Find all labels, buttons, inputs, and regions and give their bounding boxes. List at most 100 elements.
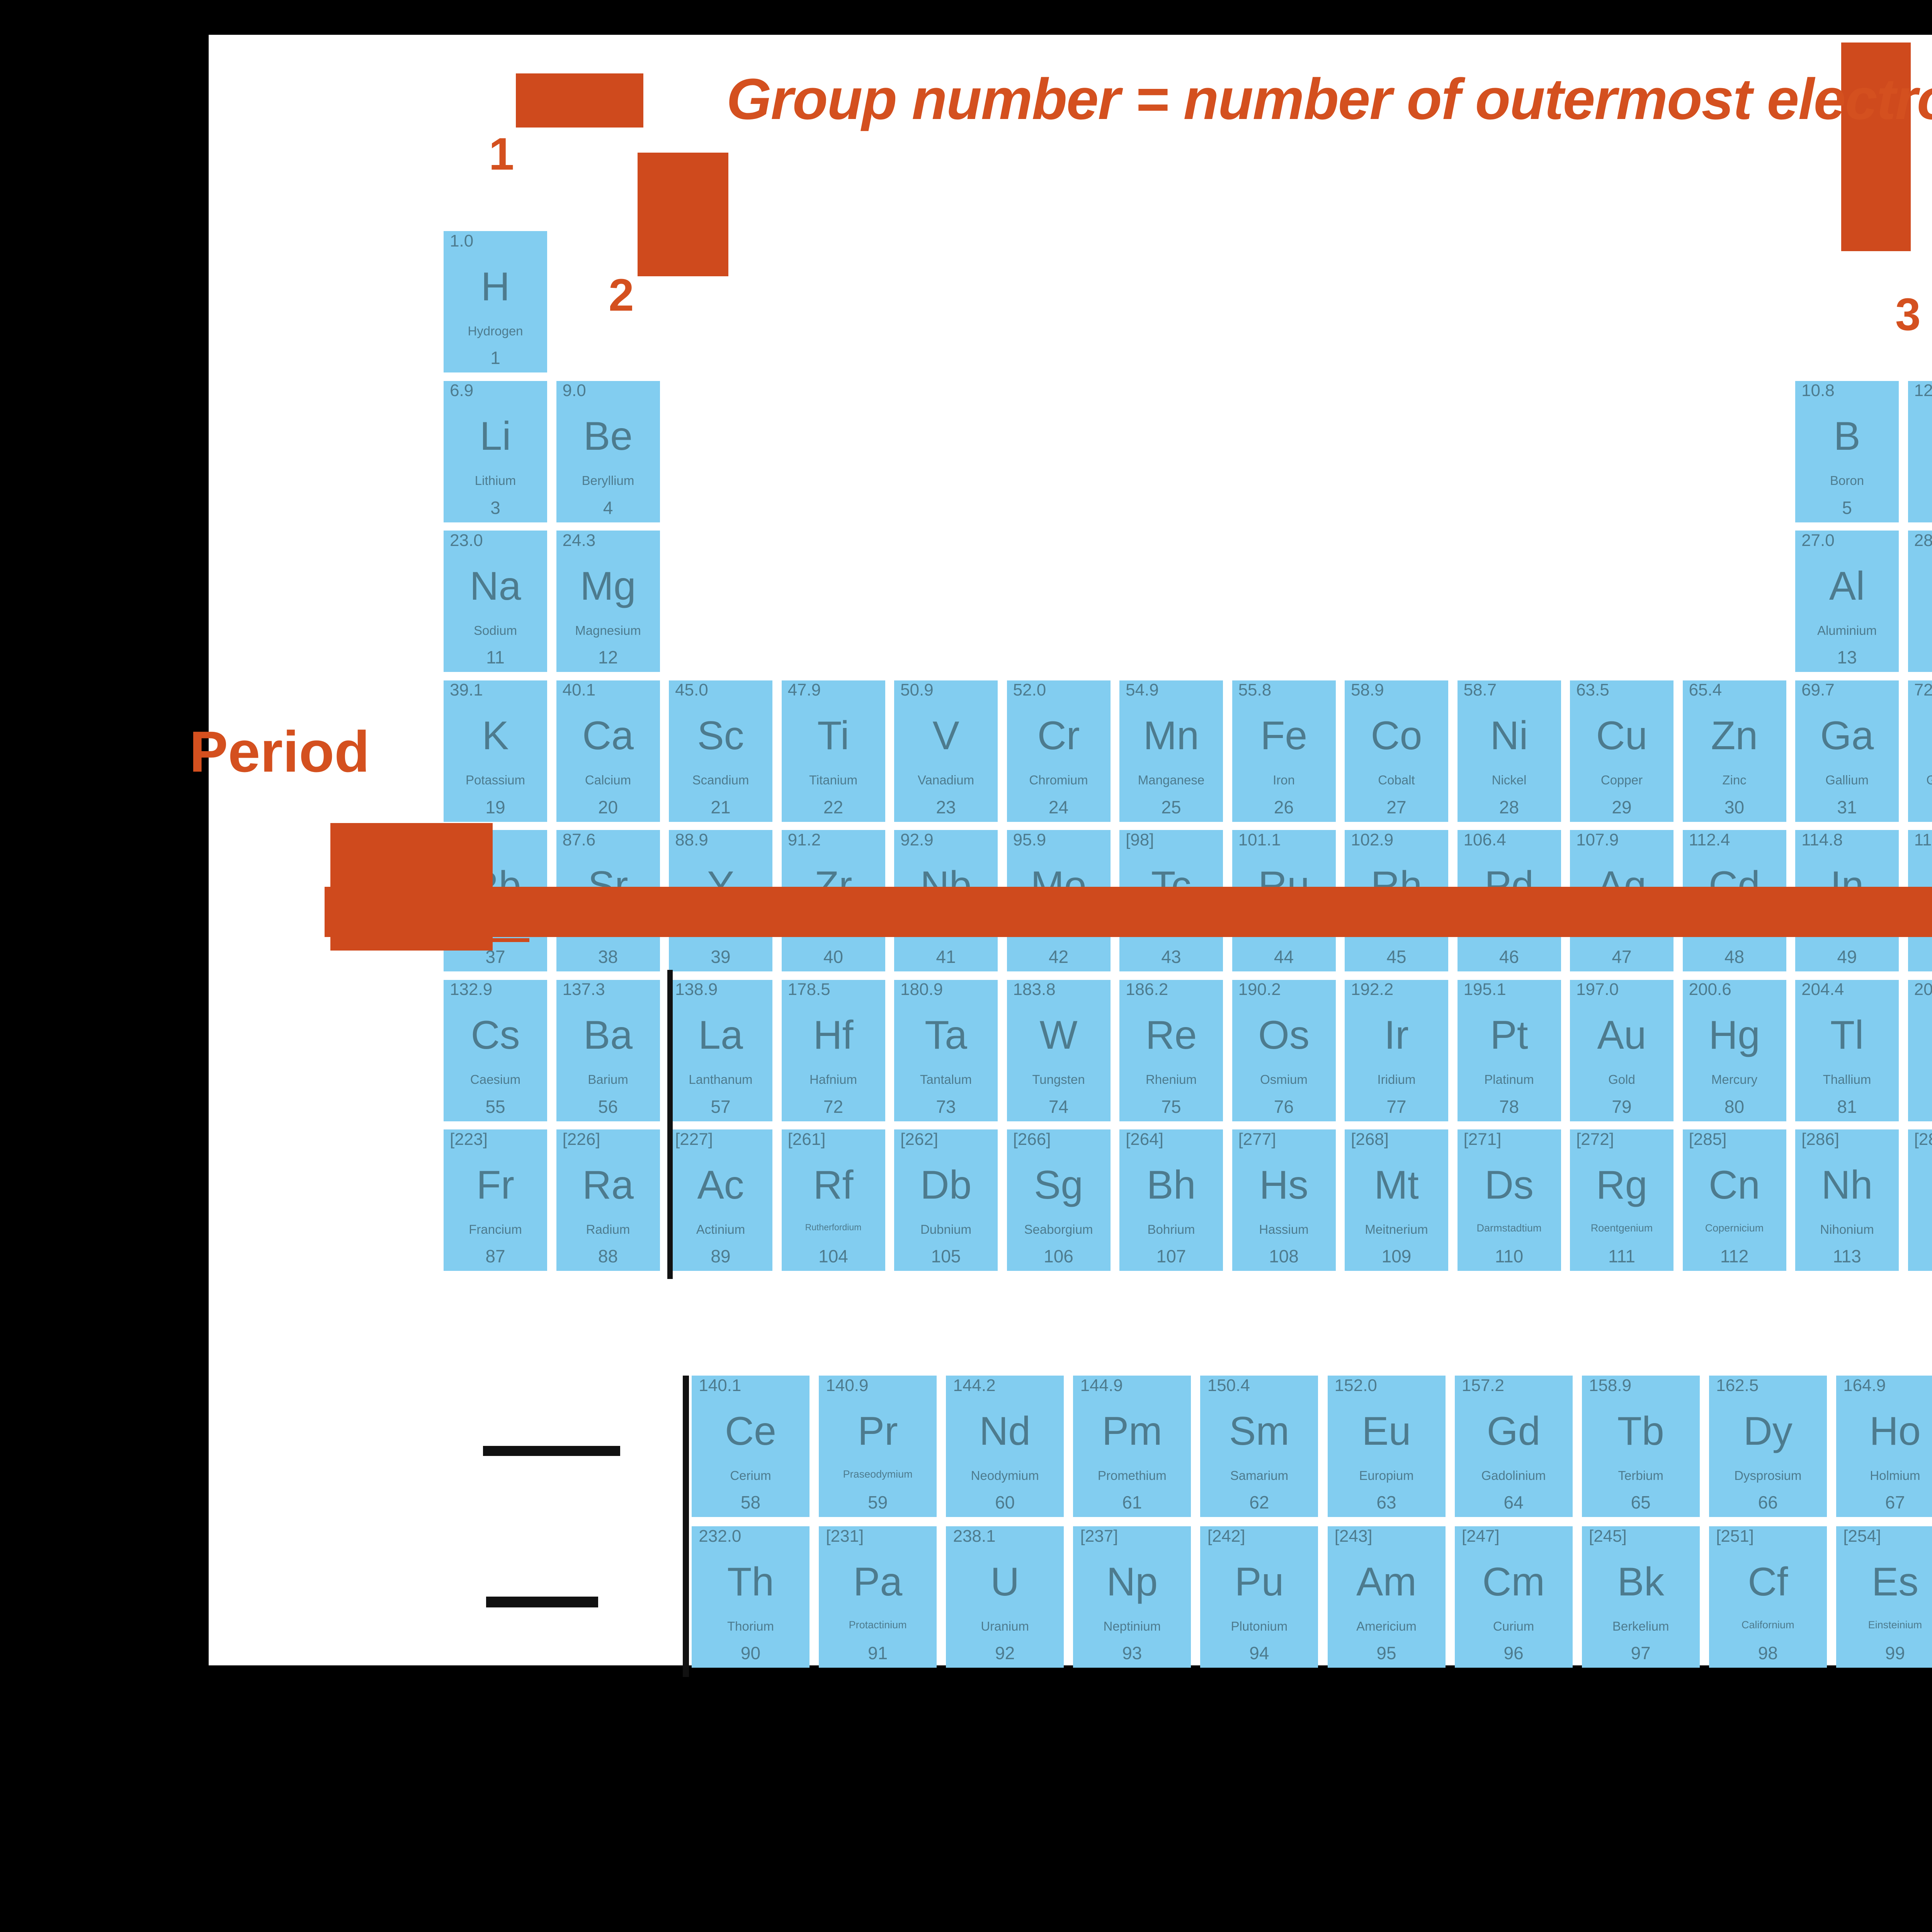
element-tile-fl[interactable]: [289]FlFlerovium114 — [1908, 1129, 1932, 1271]
element-mass: 95.9 — [1013, 830, 1046, 849]
element-tile-si[interactable]: 28.1SiSilicon14 — [1908, 531, 1932, 672]
element-atomic-number: 28 — [1499, 797, 1519, 817]
element-mass: [264] — [1126, 1129, 1163, 1149]
element-symbol: Ti — [817, 713, 849, 758]
element-mass: 65.4 — [1689, 680, 1722, 700]
element-tile-ge[interactable]: 72.6GeGermanium32 — [1908, 680, 1932, 822]
element-name: Lithium — [474, 473, 516, 488]
element-symbol: H — [481, 264, 510, 309]
element-symbol: Fl — [1908, 1165, 1932, 1205]
element-tile-pb[interactable]: 207.2PbLead82 — [1908, 980, 1932, 1121]
element-symbol: Mt — [1374, 1162, 1419, 1208]
element-mass: 91.2 — [787, 830, 821, 849]
element-symbol: Cu — [1596, 713, 1648, 758]
element-atomic-number: 21 — [711, 797, 731, 817]
period-direction-arrow — [325, 887, 1932, 937]
element-atomic-number: 49 — [1837, 947, 1857, 967]
element-atomic-number: 75 — [1161, 1096, 1181, 1117]
element-mass: [272] — [1576, 1129, 1614, 1149]
element-mass: 10.8 — [1801, 381, 1835, 400]
element-name: Promethium — [1097, 1468, 1167, 1483]
element-tile-c[interactable]: 12.0CCarbon6 — [1908, 381, 1932, 522]
element-name: Carbon — [1908, 474, 1932, 487]
element-symbol: Be — [583, 414, 633, 459]
element-name: Vanadium — [917, 773, 975, 787]
element-symbol: Ac — [697, 1162, 744, 1208]
element-atomic-number: 89 — [711, 1246, 731, 1267]
element-mass: 204.4 — [1801, 980, 1844, 999]
element-name: Rutherfordium — [805, 1222, 862, 1232]
element-name: Hydrogen — [468, 323, 523, 338]
element-mass: 114.8 — [1801, 830, 1843, 849]
element-symbol: Pm — [1102, 1408, 1162, 1454]
